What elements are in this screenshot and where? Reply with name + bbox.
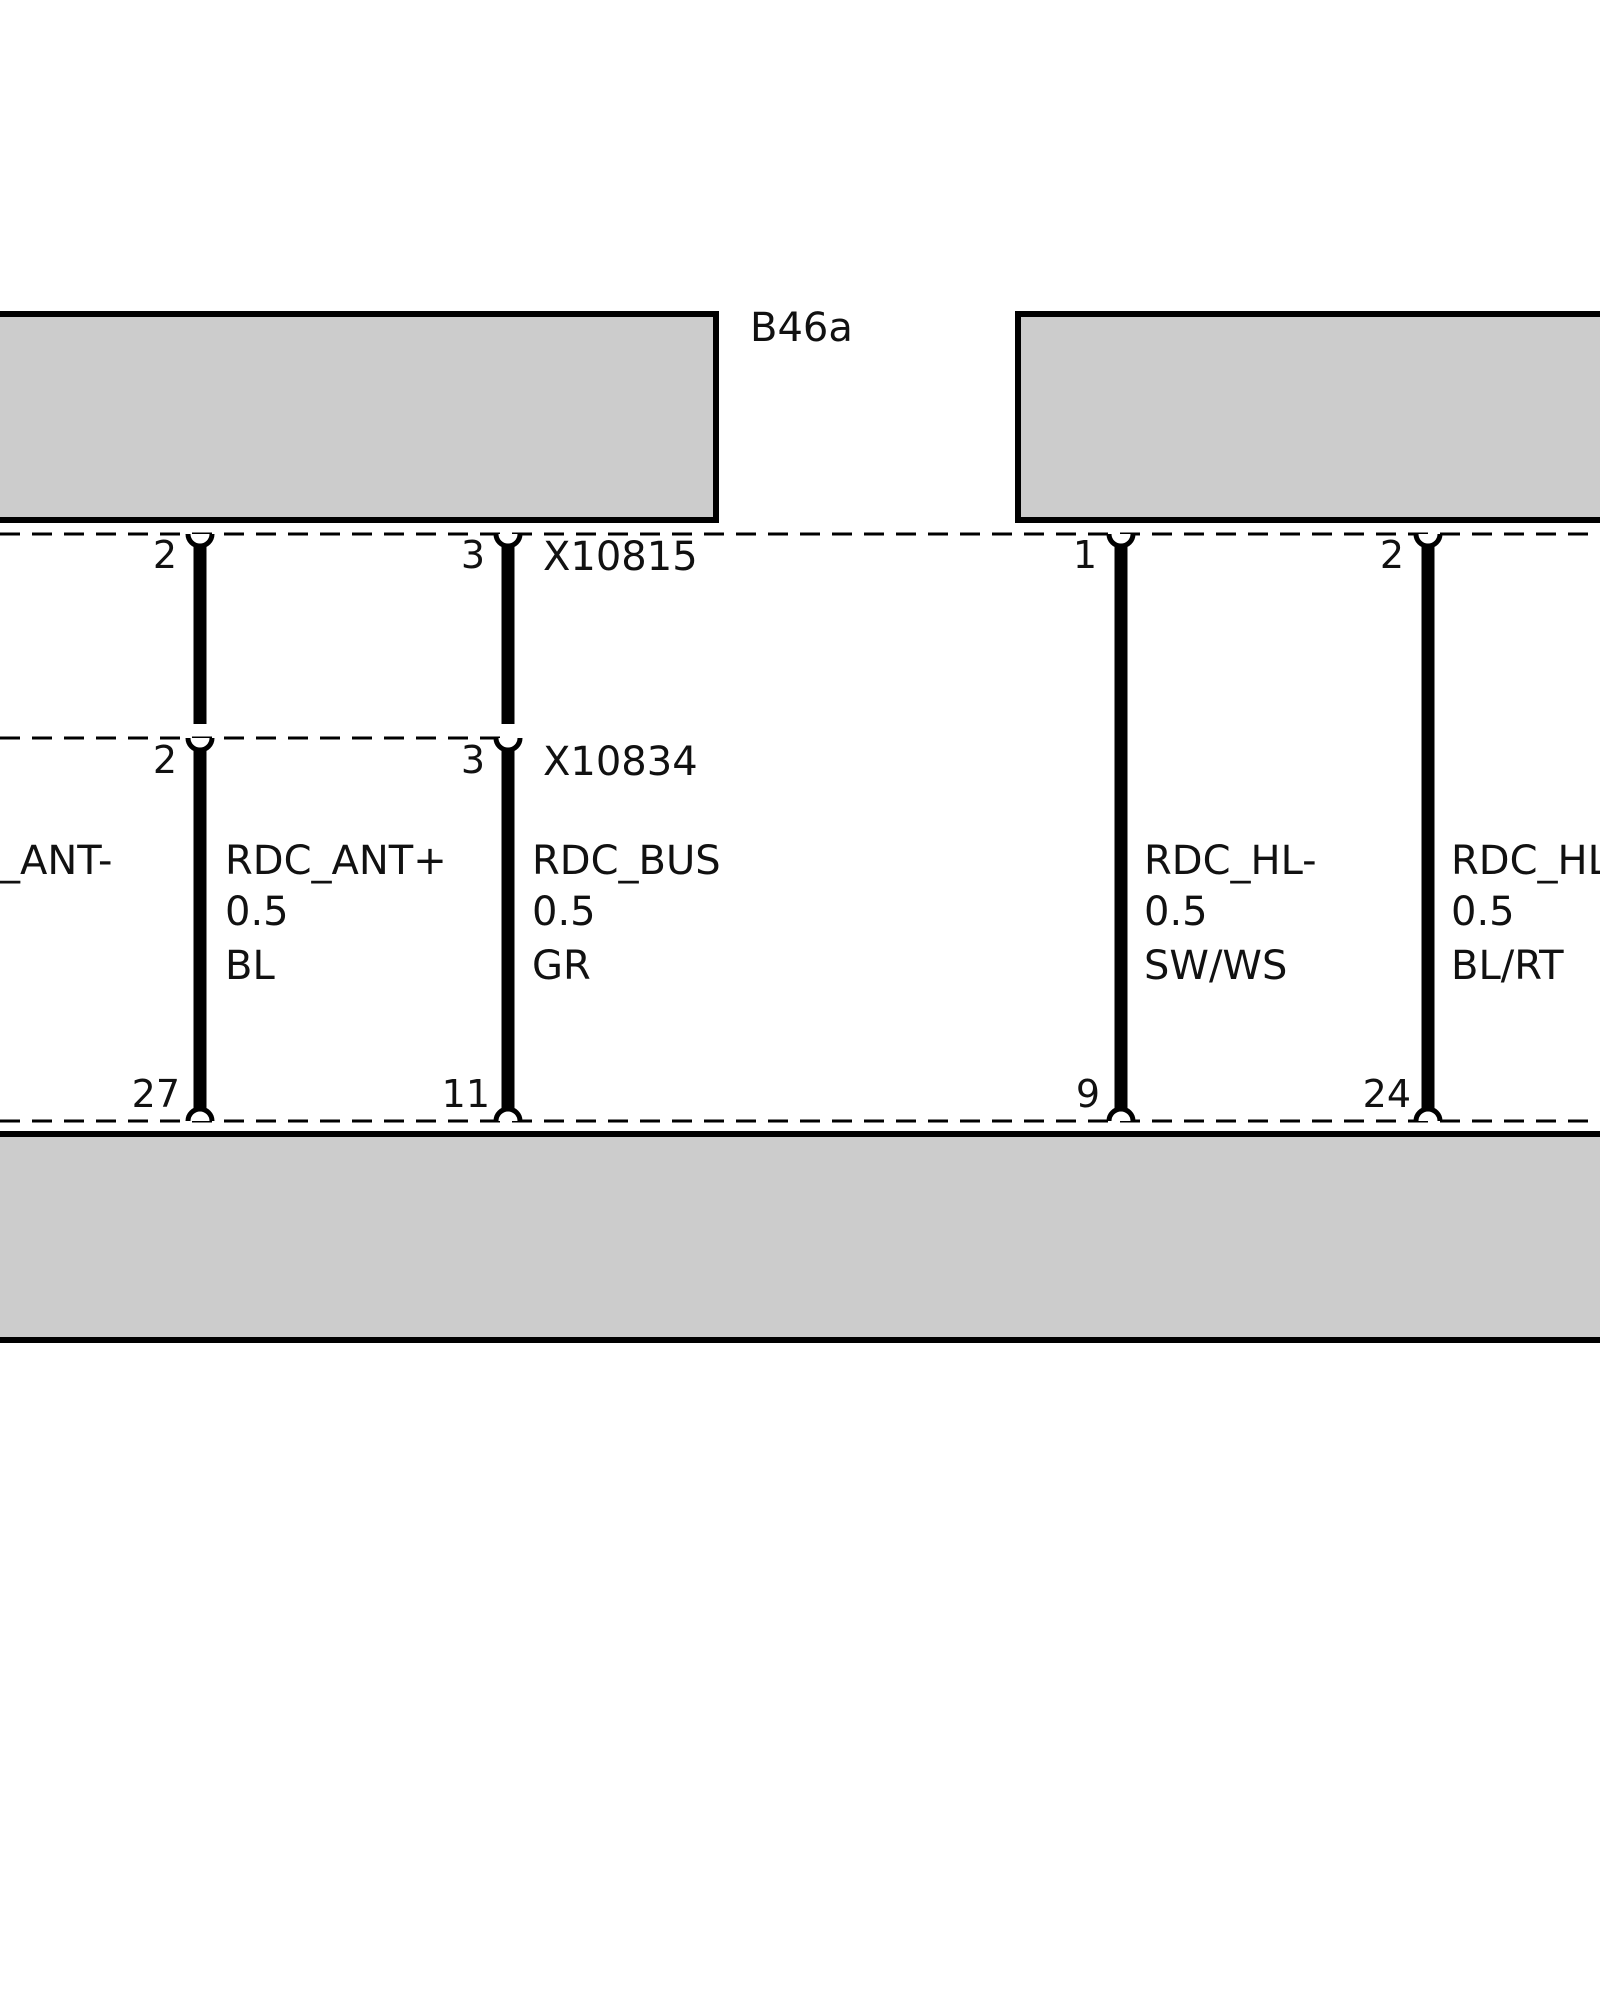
component-box-top-right [1015, 311, 1600, 523]
pin-middle-rdc-bus: 3 [461, 738, 485, 782]
wire-label-rdc-hl-minus: RDC_HL- [1144, 838, 1317, 884]
pin-upper-rdc-ant-plus: 2 [153, 533, 177, 577]
wire-size-rdc-hl-minus: 0.5 [1144, 889, 1208, 935]
wire-label-rdc-ant-plus: RDC_ANT+ [225, 838, 447, 884]
terminal-middle-rdc-bus [493, 737, 523, 753]
pin-lower-rdc-hl: 24 [1363, 1072, 1411, 1116]
terminal-lower-rdc-bus [493, 1106, 523, 1122]
pin-lower-rdc-bus: 11 [442, 1072, 490, 1116]
terminal-lower-rdc-hl [1413, 1106, 1443, 1122]
component-box-top-left [0, 311, 719, 523]
pin-upper-rdc-hl: 2 [1380, 533, 1404, 577]
pin-lower-rdc-hl-minus: 9 [1076, 1072, 1100, 1116]
terminal-upper-rdc-ant-plus [185, 533, 215, 549]
connector-label-x10815: X10815 [543, 534, 698, 580]
terminal-middle-rdc-ant-plus [185, 737, 215, 753]
pin-lower-rdc-ant-plus: 27 [132, 1072, 180, 1116]
wire-color-rdc-bus: GR [532, 943, 591, 989]
terminal-lower-rdc-ant-plus [185, 1106, 215, 1122]
pin-upper-rdc-bus: 3 [461, 533, 485, 577]
wire-label-rdc-bus: RDC_BUS [532, 838, 721, 884]
terminal-upper-rdc-hl-minus [1106, 533, 1136, 549]
terminal-upper-rdc-bus [493, 533, 523, 549]
wire-label-ant-minus: _ANT- [0, 838, 112, 884]
wire-color-rdc-hl-minus: SW/WS [1144, 943, 1287, 989]
component-box-bottom [0, 1131, 1600, 1343]
wire-color-rdc-ant-plus: BL [225, 943, 275, 989]
wire-size-rdc-bus: 0.5 [532, 889, 596, 935]
wire-size-rdc-hl: 0.5 [1451, 889, 1515, 935]
terminal-lower-rdc-hl-minus [1106, 1106, 1136, 1122]
wire-size-rdc-ant-plus: 0.5 [225, 889, 289, 935]
pin-middle-rdc-ant-plus: 2 [153, 738, 177, 782]
wire-label-rdc-hl: RDC_HL [1451, 838, 1600, 884]
wire-color-rdc-hl: BL/RT [1451, 943, 1564, 989]
connector-label-x10834: X10834 [543, 739, 698, 785]
terminal-upper-rdc-hl [1413, 533, 1443, 549]
component-label-b46a: B46a [750, 305, 853, 351]
pin-upper-rdc-hl-minus: 1 [1073, 533, 1097, 577]
